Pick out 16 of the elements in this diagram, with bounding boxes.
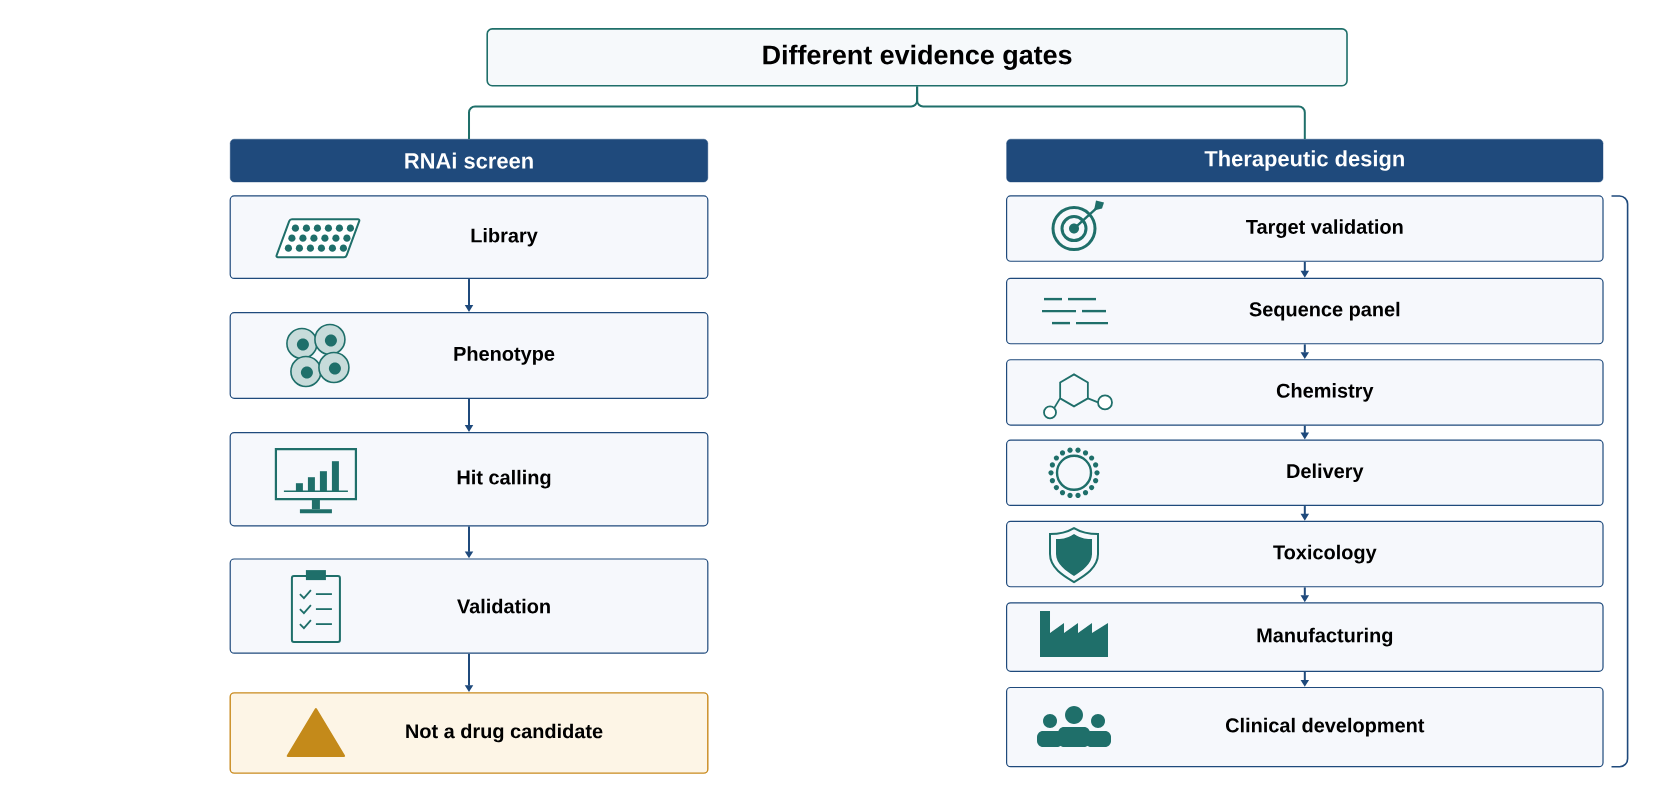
step-box: Sequence panel: [1006, 277, 1604, 345]
step-box: Chemistry: [1006, 359, 1604, 426]
step-box: Validation: [229, 558, 709, 654]
section-header: RNAi screen: [230, 139, 709, 183]
outcome-box: Not a drug candidate: [229, 692, 709, 774]
step-box: Library: [229, 195, 709, 280]
step-box: Manufacturing: [1006, 602, 1604, 672]
section-header: Therapeutic design: [1006, 139, 1604, 183]
step-box: Delivery: [1006, 439, 1604, 507]
step-box: Hit calling: [229, 432, 709, 527]
connector-line: [916, 85, 1306, 140]
step-box: Phenotype: [229, 312, 709, 399]
title-box: Different evidence gates: [486, 28, 1348, 87]
step-box: Toxicology: [1006, 520, 1604, 588]
step-box: Target validation: [1006, 195, 1604, 262]
step-box: Clinical development: [1006, 686, 1604, 768]
